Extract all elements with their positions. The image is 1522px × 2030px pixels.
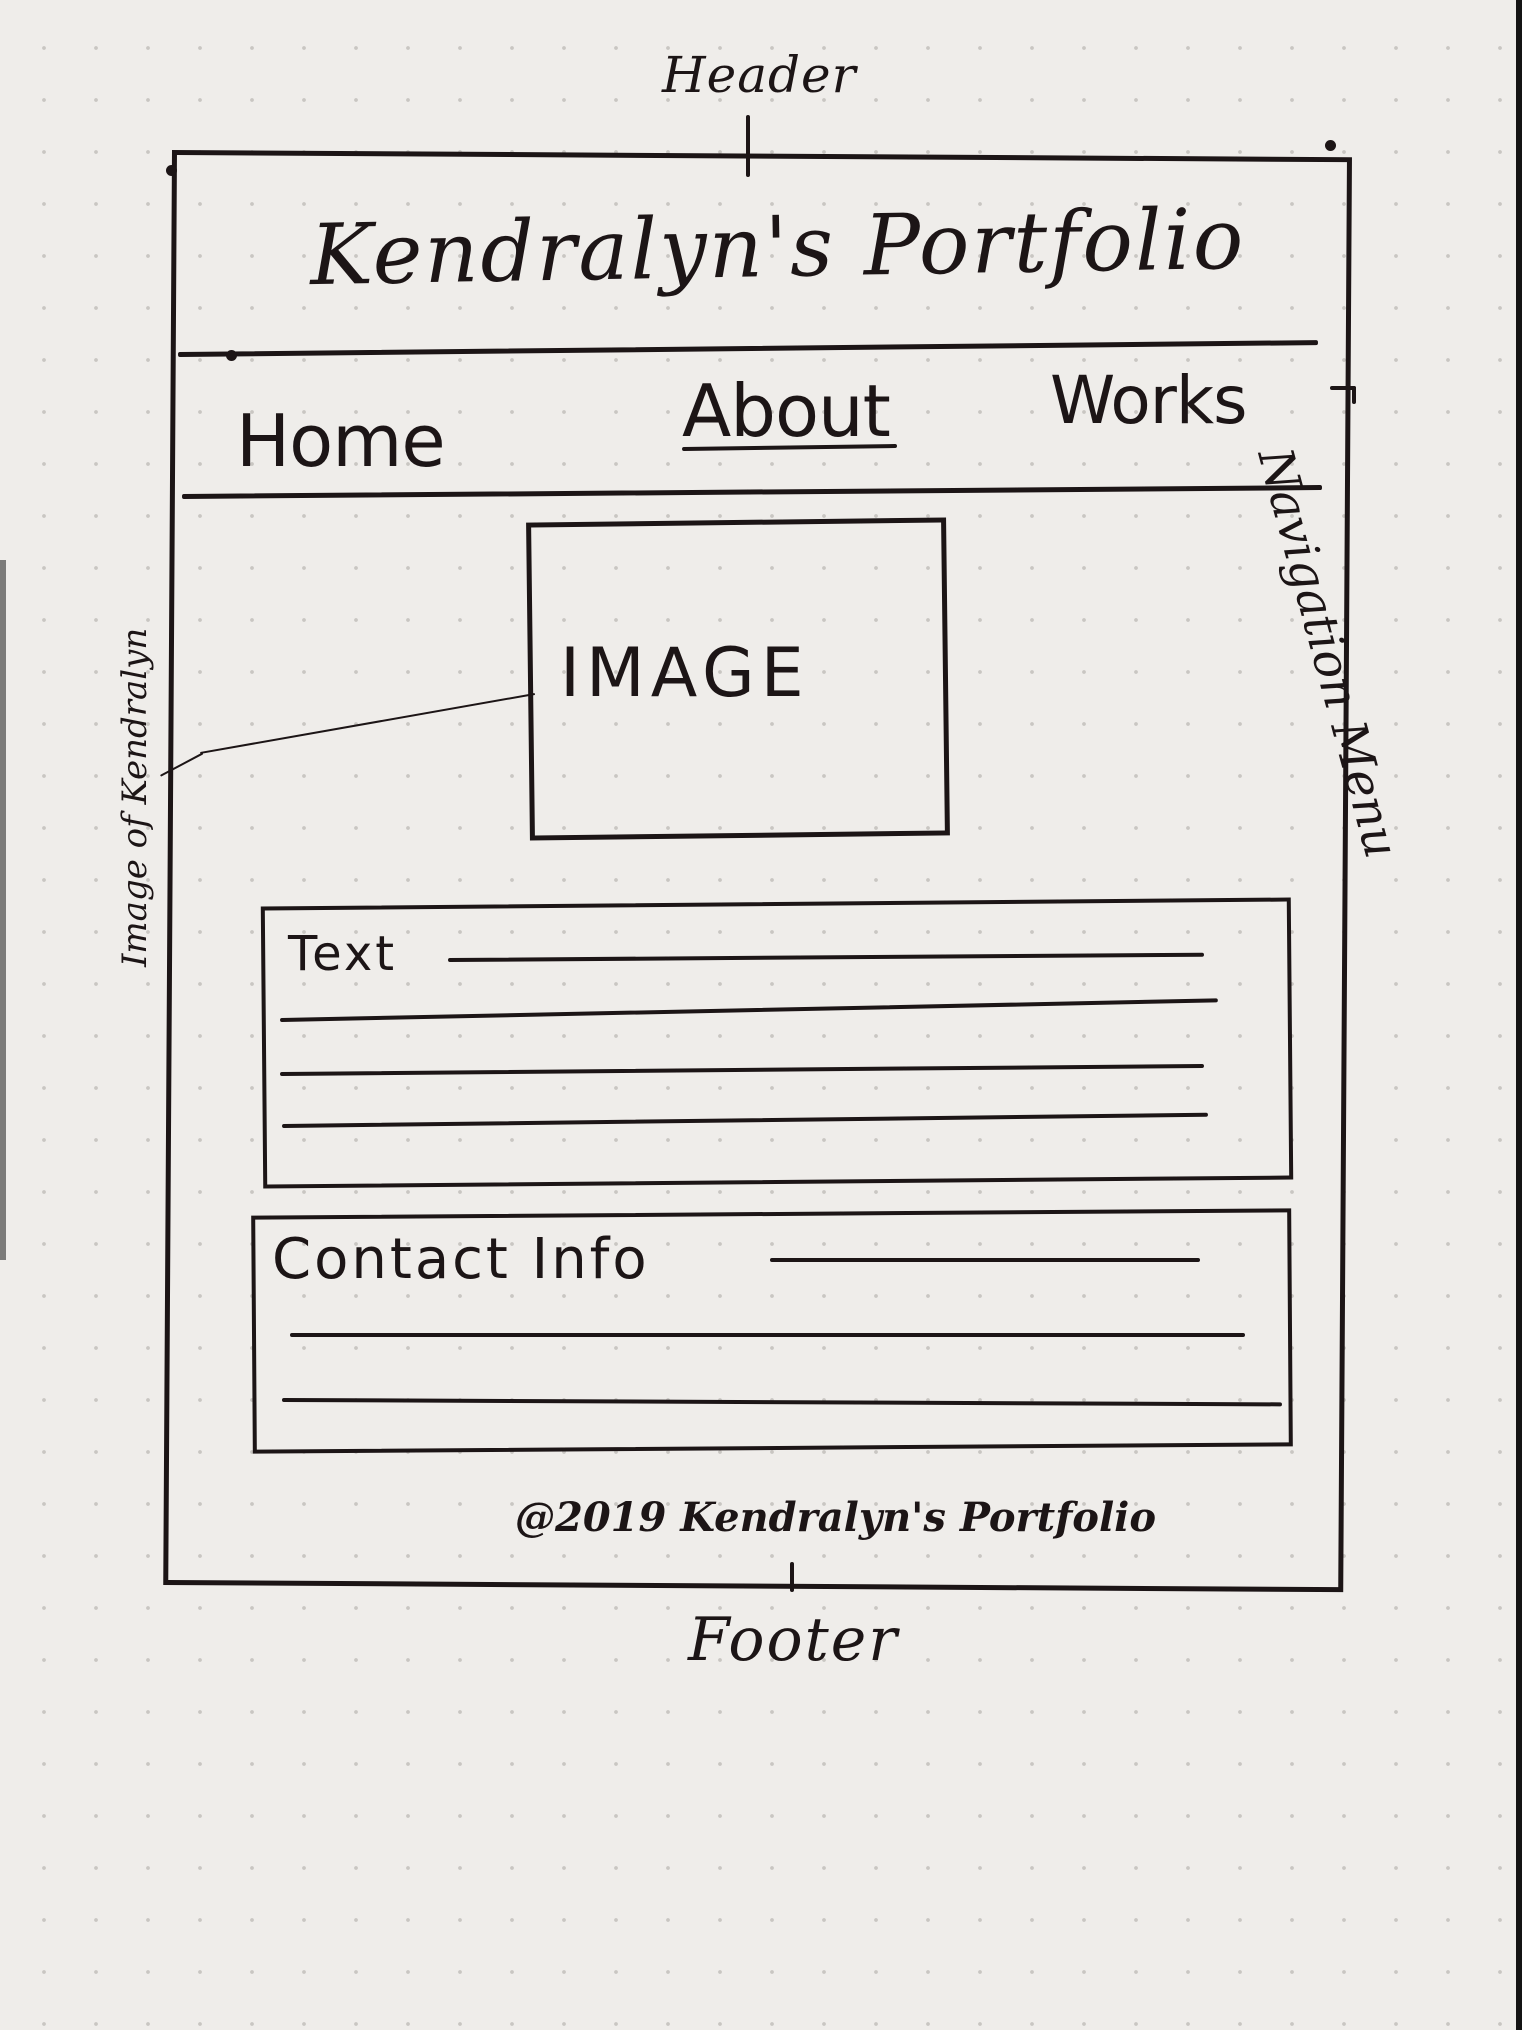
annotation-image-note: Image of Kendralyn [115, 627, 155, 967]
annotation-nav-pointer-tick [1352, 386, 1356, 404]
image-placeholder-label: IMAGE [560, 634, 810, 713]
nav-item-about[interactable]: About [682, 369, 891, 453]
text-section-label: Text [288, 926, 398, 982]
text-section [260, 897, 1294, 1189]
site-title: Kendralyn's Portfolio [309, 189, 1246, 305]
contact-line [290, 1333, 1245, 1337]
annotation-header-pointer [746, 115, 750, 177]
nav-item-home[interactable]: Home [236, 399, 446, 483]
frame-corner-dot [1325, 140, 1336, 151]
annotation-footer-pointer [790, 1562, 794, 1592]
nav-item-works[interactable]: Works [1050, 362, 1248, 439]
divider-dot [226, 350, 237, 361]
paper-edge-shadow-left [0, 560, 6, 1260]
contact-line [770, 1258, 1200, 1262]
paper-edge-shadow [1516, 0, 1522, 2030]
annotation-header: Header [662, 46, 857, 104]
footer-copyright: @2019 Kendralyn's Portfolio [515, 1494, 1157, 1541]
annotation-footer: Footer [688, 1605, 899, 1675]
annotation-nav-pointer [1330, 386, 1356, 390]
contact-section-label: Contact Info [272, 1227, 650, 1292]
frame-corner-dot [166, 165, 177, 176]
